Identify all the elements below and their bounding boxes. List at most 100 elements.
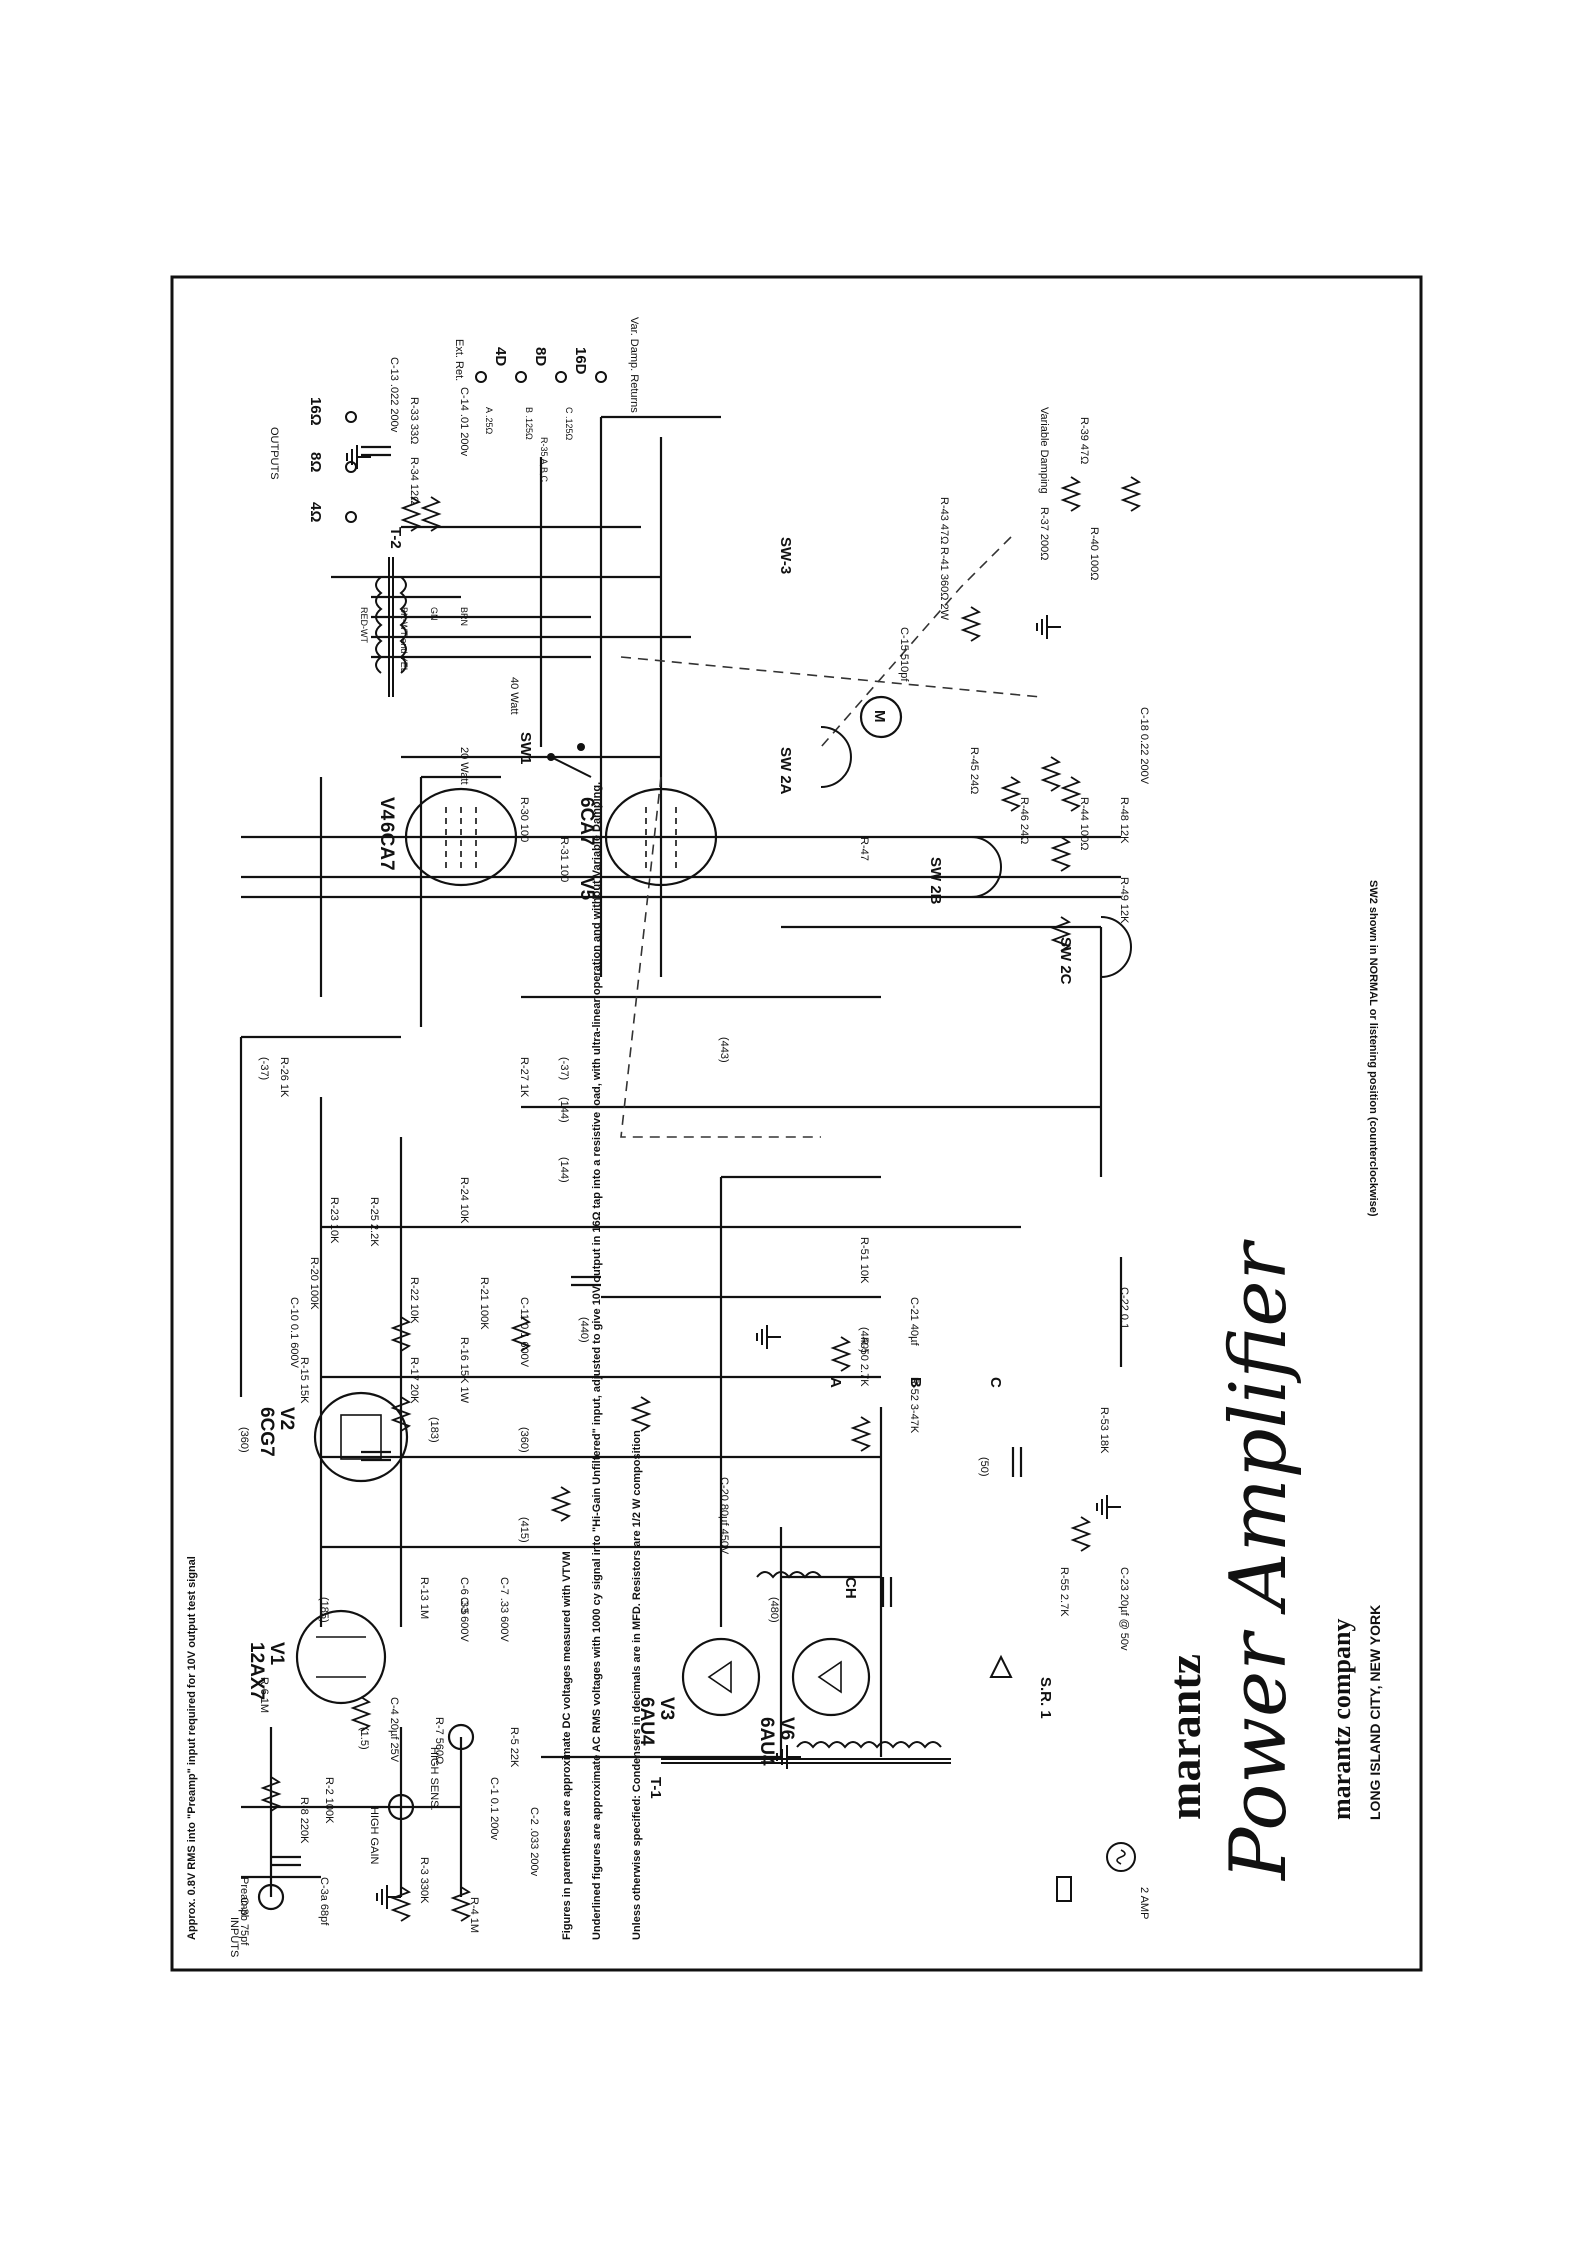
v1-ref: V1 [266, 1642, 287, 1666]
c22-label: C-22 0.1 [1118, 1287, 1130, 1329]
v3-type: 6AU4 [636, 1697, 657, 1746]
wiring [239, 415, 1123, 1897]
r51-label: R-51 10K [858, 1237, 870, 1284]
company-location: LONG ISLAND CITY, NEW YORK [1367, 1605, 1383, 1820]
v6-ref: V6 [776, 1717, 797, 1740]
r16-label: R-16 15K 1W [458, 1337, 470, 1404]
c1-label: C-1 0.1 200v [488, 1777, 500, 1840]
return-4d: 4D [492, 347, 509, 366]
t2-label: T-2 [387, 527, 404, 549]
r31-label: R-31 100 [558, 837, 570, 882]
c13-label: C-13 .022 200v [388, 357, 400, 433]
returns-group-label: Var. Damp. Returns [628, 317, 640, 413]
test-points: A B C [827, 1377, 1004, 1388]
r48-label: R-48 12K [1118, 797, 1130, 844]
v2-type: 6CG7 [256, 1407, 277, 1457]
wire-label-2: BK-WT and YEL [399, 607, 409, 673]
r3-label: R-3 330K [418, 1857, 430, 1904]
sw2a-label: SW 2A [777, 747, 794, 795]
c15-label: C-15 510pf [898, 627, 910, 682]
r4-label: R-4 1M [468, 1897, 480, 1933]
v5-type: 6CA7 [576, 797, 597, 846]
return-ext: Ext. Ret. [453, 339, 465, 381]
r45-label: R-45 24Ω [968, 747, 980, 794]
variable-damping-label: Variable Damping [1038, 407, 1050, 494]
r21-label: R-21 100K [478, 1277, 490, 1330]
c14-label: C-14 .01 200v [458, 387, 470, 457]
outputs-group-label: OUTPUTS [268, 427, 280, 480]
frame-border [170, 275, 1423, 1972]
tube-v2: V2 6CG7 [256, 1391, 409, 1483]
output-4-terminal [345, 511, 357, 523]
c18-label: C-18 0.22 200V [1138, 707, 1150, 785]
t1-label: T-1 [647, 1777, 664, 1799]
input-high-gain-label: HIGH GAIN [368, 1807, 380, 1865]
v4-ref: V4 [376, 797, 397, 821]
damping-returns: Ext. Ret. 4D 8D 16D Var. Damp. Returns A… [453, 317, 640, 483]
wire-label-3: GN [429, 607, 439, 621]
meter-label: M [871, 710, 888, 723]
r23-label: R-23 10K [328, 1197, 340, 1244]
return-16d: 16D [572, 347, 589, 375]
note-ac-voltages: Underlined figures are approximate AC RM… [591, 782, 603, 1940]
r7-label: R-7 560Ω [433, 1717, 445, 1764]
r5-label: R-5 22K [508, 1727, 520, 1768]
sw2-note: SW2 shown in NORMAL or listening positio… [1367, 880, 1379, 1217]
r33-label: R-33 33Ω [408, 397, 420, 444]
input-jack-label: INPUTS [228, 1917, 240, 1957]
test-point-c: C [987, 1377, 1004, 1388]
output-16-label: 16Ω [307, 397, 324, 426]
r43-label: R-43 47Ω [938, 497, 950, 544]
r15-label: R-15 15K [298, 1357, 310, 1404]
output-4-label: 4Ω [307, 502, 324, 522]
r55-label: R-55 2.7K [1058, 1567, 1070, 1617]
voltage-8: (443) [718, 1037, 730, 1063]
voltage-13: (183) [428, 1417, 440, 1443]
c5-label: C-5 [458, 1597, 470, 1615]
tube-v3: V3 6AU4 [636, 1637, 761, 1746]
company-name: marantz company [1327, 1619, 1356, 1820]
rectifier-label: S.R. 1 [1037, 1677, 1054, 1719]
note-voltages: Figures in parentheses are approximate D… [561, 1551, 573, 1940]
fuse-label: 2 AMP [1138, 1887, 1150, 1919]
c4-label: C-4 20µf 25V [388, 1697, 400, 1763]
c3a-label: C-3a 68pf [318, 1877, 330, 1926]
tube-v4: V4 6CA7 [376, 787, 518, 887]
return-res-a: A .25Ω [484, 407, 494, 435]
r26-label: R-26 1K [278, 1057, 290, 1098]
product-name: Power Amplifier [1214, 1238, 1304, 1882]
r47-label: R-47 [858, 837, 870, 861]
v3-ref: V3 [656, 1697, 677, 1720]
tube-v1: V1 12AX7 [246, 1609, 387, 1705]
input-jack-high-gain [387, 1793, 415, 1821]
return-8d: 8D [532, 347, 549, 366]
sw2c-label: SW 2C [1057, 937, 1074, 985]
c7-label: C-7 .33 600V [498, 1577, 510, 1642]
r22-label: R-22 10K [408, 1277, 420, 1324]
v2-ref: V2 [276, 1407, 297, 1430]
c2-label: C-2 .033 200v [528, 1807, 540, 1877]
choke-ch: CH [756, 1571, 859, 1599]
r41-label: R-41 360Ω 2W [938, 547, 950, 621]
voltage-9: (480) [768, 1597, 780, 1623]
r2-label: R-2 100K [323, 1777, 335, 1824]
voltage-labels: (-37) (-37) (360) (360) (415) (440) (440… [238, 1037, 990, 1750]
r27-label: R-27 1K [518, 1057, 530, 1098]
schematic-rotated: T-2 V4 6CA7 6CA7 V5 SW1 40 Watt 20 Watt [228, 317, 1150, 1957]
voltage-12: (185) [318, 1597, 330, 1623]
v1-type: 12AX7 [246, 1642, 267, 1700]
sw3-label: SW-3 [777, 537, 794, 574]
v6-type: 6AU4 [756, 1717, 777, 1766]
wire-label-4: BRN [459, 607, 469, 626]
transformer-t2: T-2 [375, 527, 407, 697]
r44-label: R-44 100Ω [1078, 797, 1090, 850]
capacitor-labels: C-1 0.1 200v C-2 .033 200v C-3a 68pf C-3… [238, 357, 1150, 1946]
mains-section: 2 AMP [1056, 1842, 1150, 1919]
c21-label: C-21 40µf [908, 1297, 920, 1346]
capacitor-symbols [271, 445, 1023, 1867]
output-terminals: 16Ω 8Ω 4Ω OUTPUTS [268, 397, 357, 523]
r40-label: R-40 100Ω [1088, 527, 1100, 580]
input-jack-high-sens [447, 1723, 475, 1751]
v5-ref: V5 [576, 877, 597, 901]
